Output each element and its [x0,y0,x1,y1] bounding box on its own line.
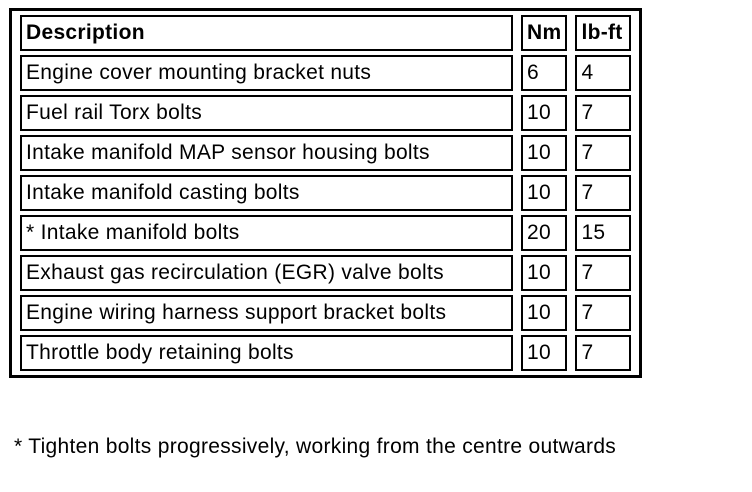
lb-ft-cell: 7 [575,255,632,291]
lb-ft-cell: 7 [575,335,632,371]
nm-cell: 10 [521,335,568,371]
nm-cell: 10 [521,135,568,171]
lb-ft-cell: 7 [575,295,632,331]
description-cell: Engine wiring harness support bracket bo… [20,295,513,331]
table-row: Intake manifold casting bolts 10 7 [20,175,632,211]
nm-cell: 10 [521,95,568,131]
description-cell: Exhaust gas recirculation (EGR) valve bo… [20,255,513,291]
header-nm: Nm [521,15,568,51]
nm-cell: 10 [521,255,568,291]
header-description: Description [20,15,513,51]
table-header-row: Description Nm lb-ft [20,15,632,51]
nm-cell: 6 [521,55,568,91]
description-cell: Intake manifold casting bolts [20,175,513,211]
table-row: * Intake manifold bolts 20 15 [20,215,632,251]
lb-ft-cell: 7 [575,175,632,211]
description-cell: Intake manifold MAP sensor housing bolts [20,135,513,171]
nm-cell: 10 [521,295,568,331]
table-row: Engine cover mounting bracket nuts 6 4 [20,55,632,91]
lb-ft-cell: 15 [575,215,632,251]
table-row: Engine wiring harness support bracket bo… [20,295,632,331]
table-row: Intake manifold MAP sensor housing bolts… [20,135,632,171]
description-cell: Throttle body retaining bolts [20,335,513,371]
description-cell: Fuel rail Torx bolts [20,95,513,131]
torque-spec-table: Description Nm lb-ft Engine cover mounti… [9,8,643,378]
footnote: * Tighten bolts progressively, working f… [14,435,617,458]
table-row: Exhaust gas recirculation (EGR) valve bo… [20,255,632,291]
lb-ft-cell: 7 [575,95,632,131]
table-row: Throttle body retaining bolts 10 7 [20,335,632,371]
lb-ft-cell: 7 [575,135,632,171]
nm-cell: 20 [521,215,568,251]
lb-ft-cell: 4 [575,55,632,91]
header-lb-ft: lb-ft [575,15,632,51]
description-cell: * Intake manifold bolts [20,215,513,251]
nm-cell: 10 [521,175,568,211]
description-cell: Engine cover mounting bracket nuts [20,55,513,91]
table-row: Fuel rail Torx bolts 10 7 [20,95,632,131]
